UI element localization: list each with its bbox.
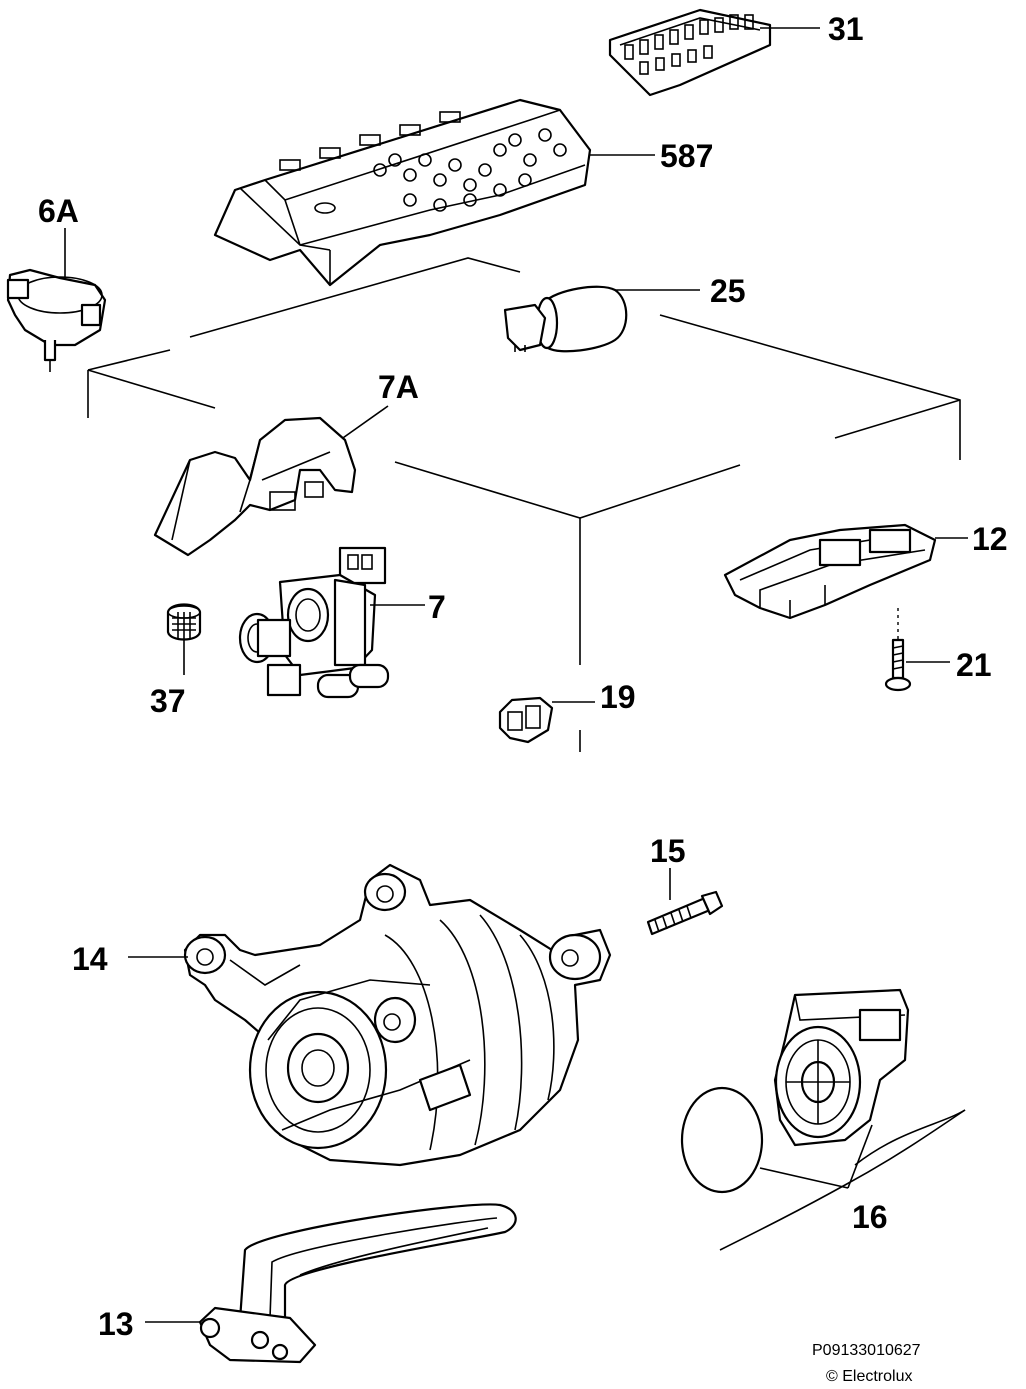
part-7-inlet-valve[interactable] — [238, 546, 390, 699]
part-15-bolt[interactable] — [646, 890, 724, 936]
label-21: 21 — [956, 647, 992, 683]
part-12-door-interlock[interactable] — [723, 523, 937, 620]
label-31: 31 — [828, 11, 864, 47]
part-7A-cover[interactable] — [153, 416, 357, 557]
label-7: 7 — [428, 589, 446, 625]
label-19: 19 — [600, 679, 636, 715]
part-16-drain-pump[interactable] — [680, 988, 910, 1194]
label-13: 13 — [98, 1306, 134, 1342]
part-587-control-module[interactable] — [213, 98, 592, 287]
label-37: 37 — [150, 683, 186, 719]
label-587: 587 — [660, 138, 713, 174]
label-6A: 6A — [38, 193, 79, 229]
label-14: 14 — [72, 941, 108, 977]
label-16: 16 — [852, 1199, 888, 1235]
copyright-notice: © Electrolux — [826, 1368, 912, 1385]
label-7A: 7A — [378, 369, 419, 405]
cabinet-outline — [87, 257, 961, 752]
part-25-suppressor[interactable] — [503, 285, 628, 353]
part-37-filter[interactable] — [166, 603, 202, 641]
part-19-connector[interactable] — [498, 696, 554, 744]
part-14-motor[interactable] — [183, 863, 612, 1167]
part-13-heating-element[interactable] — [198, 1203, 517, 1364]
label-15: 15 — [650, 833, 686, 869]
label-12: 12 — [972, 521, 1008, 557]
part-21-screw[interactable] — [884, 638, 912, 692]
label-25: 25 — [710, 273, 746, 309]
part-6A-pressure-switch[interactable] — [6, 268, 107, 372]
part-31-terminal-block[interactable] — [608, 8, 772, 97]
drawing-code: P09133010627 — [812, 1342, 921, 1359]
